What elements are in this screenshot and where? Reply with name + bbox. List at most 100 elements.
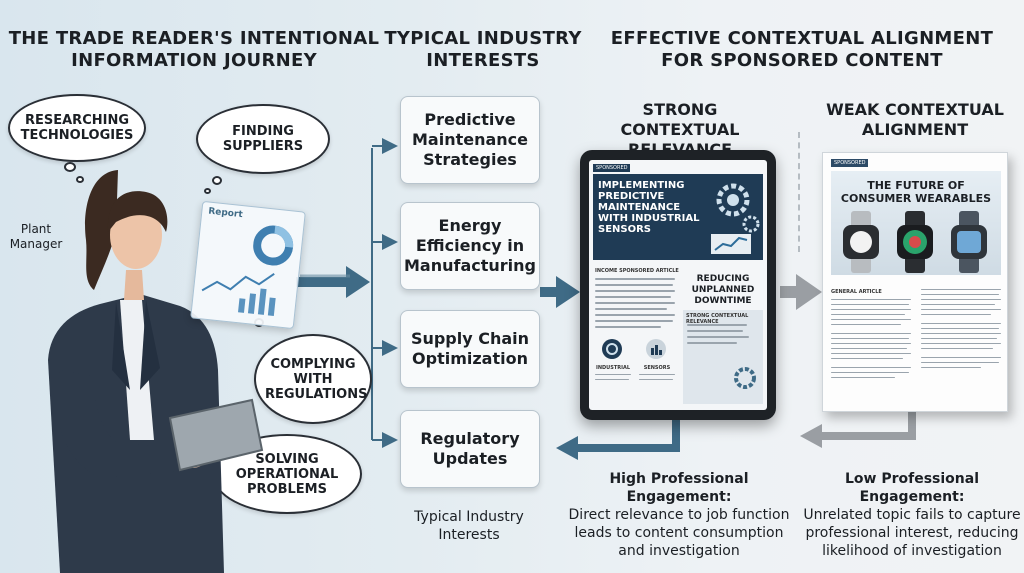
smartwatch-icon: [843, 211, 987, 273]
strong-article-tablet: SPONSORED IMPLEMENTING PREDICTIVE MAINTE…: [580, 150, 776, 420]
text-line: [831, 333, 911, 334]
text-line: [831, 338, 909, 339]
text-line: [595, 314, 675, 316]
engagement-return-arrow: [556, 420, 680, 460]
thought-dot: [204, 188, 211, 194]
thought-dot: [76, 176, 84, 183]
sponsored-tag: SPONSORED: [831, 159, 869, 167]
text-line: [921, 367, 981, 368]
pie-chart-icon: [253, 225, 294, 266]
text-line: [921, 338, 997, 339]
strong-article-screen: SPONSORED IMPLEMENTING PREDICTIVE MAINTE…: [589, 160, 767, 410]
icon-label-sensors: SENSORS: [643, 365, 671, 371]
weak-alignment-heading: WEAK CONTEXTUAL ALIGNMENT: [826, 100, 1004, 139]
thought-dot: [64, 162, 76, 172]
high-engagement-caption: High Professional Engagement: Direct rel…: [568, 470, 790, 560]
interests-heading: TYPICAL INDUSTRY INTERESTS: [384, 28, 582, 71]
text-line: [687, 342, 737, 344]
interest-regulatory-updates: Regulatory Updates: [400, 410, 540, 488]
text-line: [921, 362, 999, 363]
text-line: [639, 379, 673, 380]
interests-bracket: [371, 138, 398, 448]
weak-banner-title: THE FUTURE OF CONSUMER WEARABLES: [840, 179, 992, 205]
text-line: [921, 333, 1001, 334]
strong-callout: REDUCING UNPLANNED DOWNTIME: [691, 274, 755, 306]
text-line: [921, 309, 1001, 310]
gear-icon: [602, 339, 622, 359]
text-line: [921, 343, 1001, 344]
bar-chart-icon: [646, 339, 666, 359]
weak-section-label: GENERAL ARTICLE: [831, 289, 882, 295]
text-line: [595, 284, 673, 286]
text-line: [831, 319, 911, 320]
text-line: [595, 302, 675, 304]
icon-label-industrial: INDUSTRIAL: [595, 365, 631, 371]
text-line: [831, 304, 909, 305]
thought-problems: SOLVING OPERATIONAL PROBLEMS: [212, 434, 362, 514]
text-line: [831, 377, 895, 378]
weak-banner: THE FUTURE OF CONSUMER WEARABLES: [831, 171, 1001, 275]
text-line: [831, 299, 911, 300]
bar-chart-icon: [201, 272, 276, 316]
weak-article-page: SPONSORED THE FUTURE OF CONSUMER WEARABL…: [822, 152, 1008, 412]
sponsored-tag: SPONSORED: [593, 164, 631, 172]
thought-suppliers: FINDING SUPPLIERS: [196, 104, 330, 174]
text-line: [831, 309, 911, 310]
high-engagement-title: High Professional Engagement:: [609, 471, 749, 505]
text-line: [921, 289, 1001, 290]
gear-icon: [711, 183, 760, 254]
section-divider: [798, 132, 800, 252]
journey-heading: THE TRADE READER'S INTENTIONAL INFORMATI…: [8, 28, 380, 71]
text-line: [831, 324, 901, 325]
text-line: [595, 308, 667, 310]
text-line: [921, 299, 1001, 300]
text-line: [921, 314, 991, 315]
text-line: [921, 323, 1001, 324]
text-line: [687, 330, 743, 332]
high-engagement-body: Direct relevance to job function leads t…: [568, 507, 790, 559]
text-line: [595, 278, 675, 280]
text-line: [687, 324, 747, 326]
journey-arrow: [296, 266, 370, 298]
text-line: [831, 343, 911, 344]
text-line: [595, 374, 631, 375]
text-line: [921, 328, 999, 329]
text-line: [595, 290, 675, 292]
interest-supply-chain: Supply Chain Optimization: [400, 310, 540, 388]
alignment-heading: EFFECTIVE CONTEXTUAL ALIGNMENT FOR SPONS…: [610, 28, 994, 71]
plant-manager-illustration: [48, 170, 264, 573]
text-line: [595, 326, 661, 328]
text-line: [831, 372, 909, 373]
text-line: [831, 348, 907, 349]
text-line: [831, 353, 911, 354]
interest-energy-efficiency: Energy Efficiency in Manufacturing: [400, 202, 540, 290]
interests-caption: Typical Industry Interests: [414, 509, 524, 543]
interests-to-strong-arrow: [540, 276, 580, 308]
strong-banner: IMPLEMENTING PREDICTIVE MAINTENANCE WITH…: [593, 174, 763, 260]
text-line: [921, 348, 993, 349]
thought-regulations: COMPLYING WITH REGULATIONS: [254, 334, 372, 424]
gear-icon: [734, 367, 756, 389]
text-line: [831, 358, 903, 359]
text-line: [921, 294, 999, 295]
low-engagement-body: Unrelated topic fails to capture profess…: [803, 507, 1021, 559]
strong-section-label: INCOME SPONSORED ARTICLE: [595, 268, 679, 274]
low-engagement-caption: Low Professional Engagement: Unrelated t…: [802, 470, 1022, 560]
thought-dot: [212, 176, 222, 185]
report-title: Report: [207, 206, 244, 221]
text-line: [831, 314, 905, 315]
text-line: [639, 374, 675, 375]
weak-return-arrow: [800, 412, 916, 448]
strong-to-weak-arrow: [780, 274, 822, 310]
strong-banner-title: IMPLEMENTING PREDICTIVE MAINTENANCE WITH…: [598, 180, 700, 235]
text-line: [687, 336, 749, 338]
text-line: [921, 357, 1001, 358]
strong-sidebar-title: STRONG CONTEXTUAL RELEVANCE: [686, 313, 749, 325]
strong-sidebar: STRONG CONTEXTUAL RELEVANCE: [683, 310, 763, 404]
thought-researching: RESEARCHING TECHNOLOGIES: [8, 94, 146, 162]
text-line: [921, 304, 995, 305]
text-line: [595, 379, 629, 380]
text-line: [595, 320, 673, 322]
persona-label: Plant Manager: [9, 222, 63, 251]
